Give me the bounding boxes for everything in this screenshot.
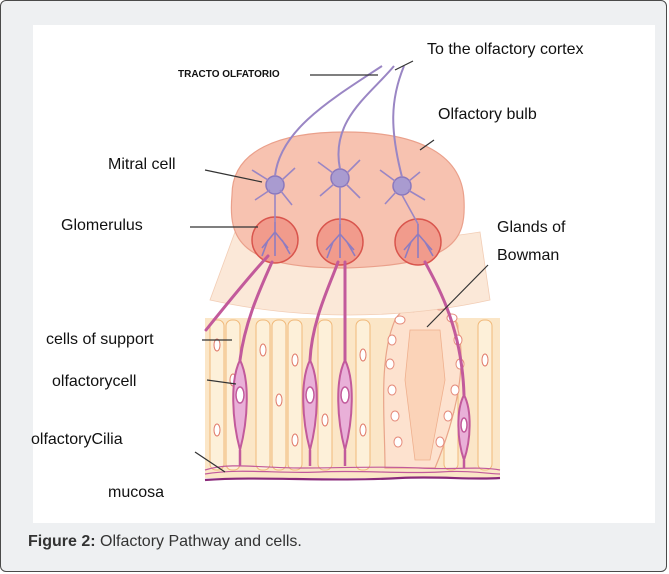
label-glands-line1: Glands of [497,219,565,237]
label-tract: TRACTO OLFATORIO [178,69,280,80]
caption-prefix: Figure 2: [28,533,96,550]
label-glands-line2: Bowman [497,247,559,265]
caption-text: Olfactory Pathway and cells. [96,533,302,550]
label-cilia: olfactoryCilia [31,431,123,449]
label-support-cells: cells of support [46,331,154,349]
figure-caption: Figure 2: Olfactory Pathway and cells. [28,533,302,551]
label-mitral-cell: Mitral cell [108,156,176,174]
label-cortex: To the olfactory cortex [427,41,584,59]
label-glomerulus: Glomerulus [61,217,143,235]
label-mucosa: mucosa [108,484,164,502]
label-olfactory-cell: olfactorycell [52,373,136,391]
label-bulb: Olfactory bulb [438,106,537,124]
